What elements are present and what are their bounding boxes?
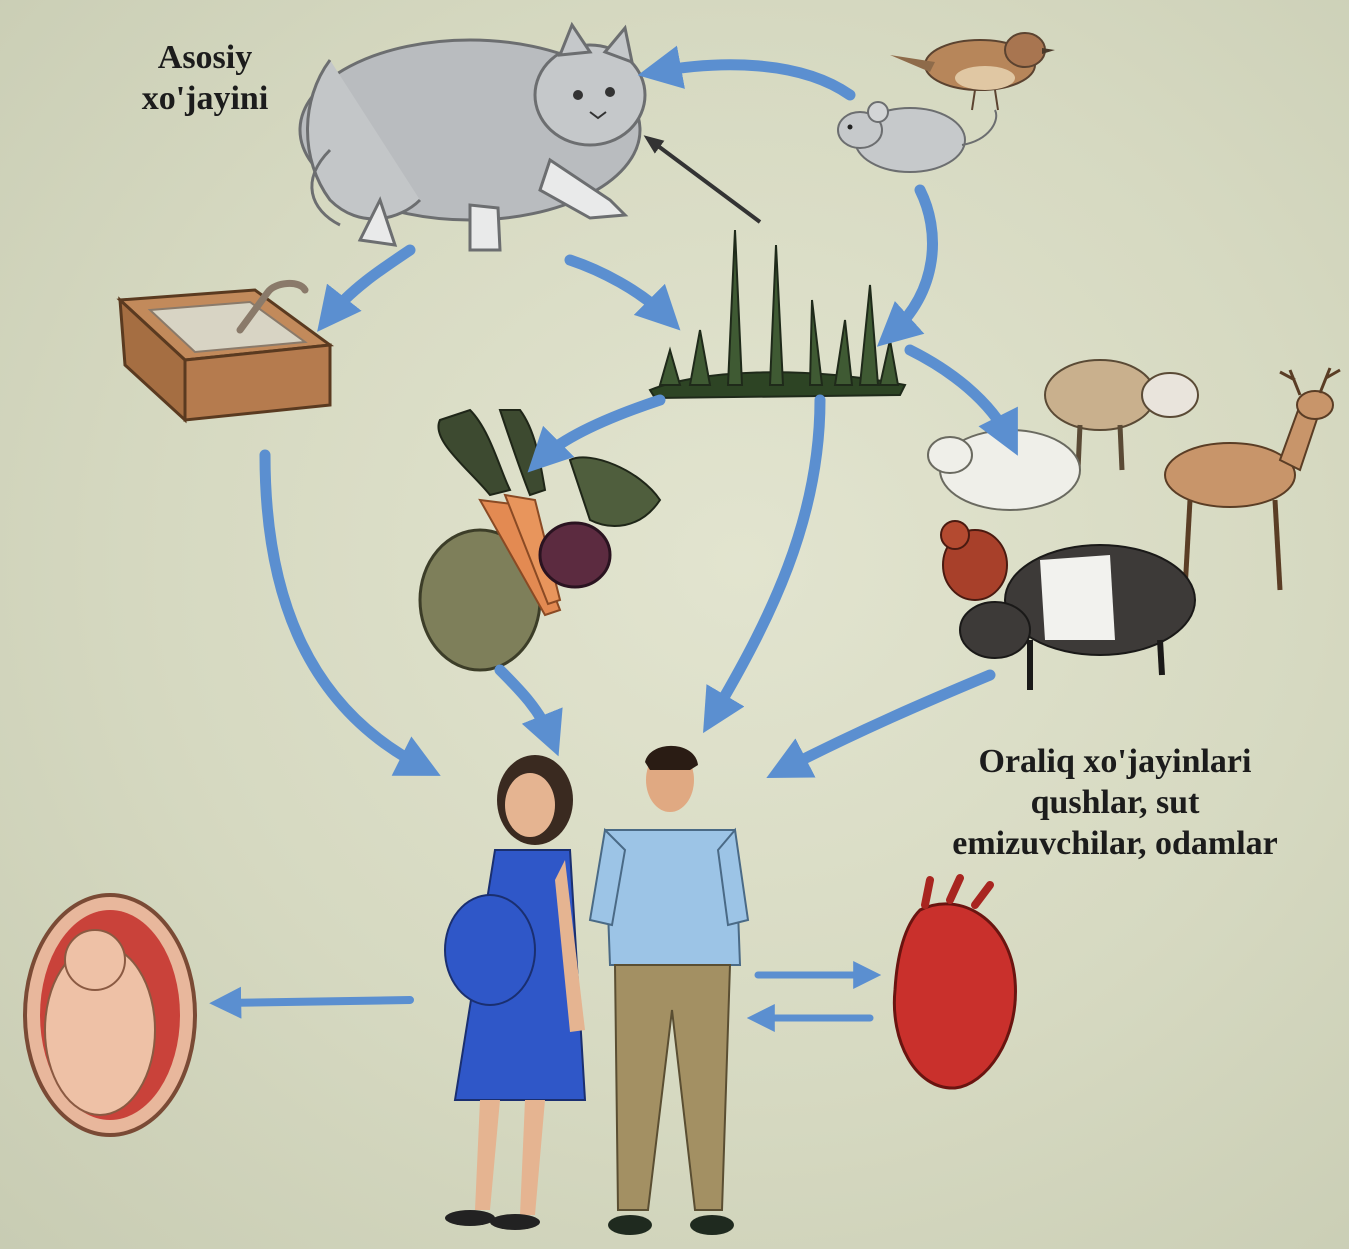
bird-illustration xyxy=(890,33,1055,110)
cat-illustration xyxy=(300,25,645,250)
pregnant-woman-illustration xyxy=(445,755,585,1230)
arrow-prey-to-cat xyxy=(655,65,850,95)
mouse-illustration xyxy=(838,102,996,172)
intermediate-hosts-label: Oraliq xo'jayinlari qushlar, sut emizuvc… xyxy=(880,742,1349,864)
arrow-litter-to-woman xyxy=(265,455,425,768)
arrow-vegetables-to-people xyxy=(500,670,552,740)
main-host-label-line2: xo'jayini xyxy=(110,79,300,120)
fetus-in-uterus-illustration xyxy=(25,895,195,1135)
heart-illustration xyxy=(894,878,1015,1088)
intermediate-hosts-label-line3: emizuvchilar, odamlar xyxy=(880,824,1349,865)
arrow-woman-to-fetus xyxy=(222,1000,410,1003)
plants-illustration xyxy=(650,230,905,398)
arrow-mouse-to-plants xyxy=(890,190,932,335)
intermediate-hosts-label-line2: qushlar, sut xyxy=(880,783,1349,824)
main-host-label: Asosiy xo'jayini xyxy=(110,38,300,120)
litter-box-illustration xyxy=(120,283,330,420)
vegetables-illustration xyxy=(420,410,660,670)
arrow-plants-to-animals xyxy=(910,350,1010,440)
arrow-plants-to-people xyxy=(712,400,820,718)
arrow-plants-to-cat xyxy=(650,140,760,222)
intermediate-hosts-label-line1: Oraliq xo'jayinlari xyxy=(880,742,1349,783)
arrow-cat-to-plants xyxy=(570,260,668,318)
man-illustration xyxy=(590,746,748,1235)
arrow-plants-to-vegetables xyxy=(540,400,660,460)
arrow-cat-to-litter xyxy=(328,250,410,318)
main-host-label-line1: Asosiy xyxy=(110,38,300,79)
